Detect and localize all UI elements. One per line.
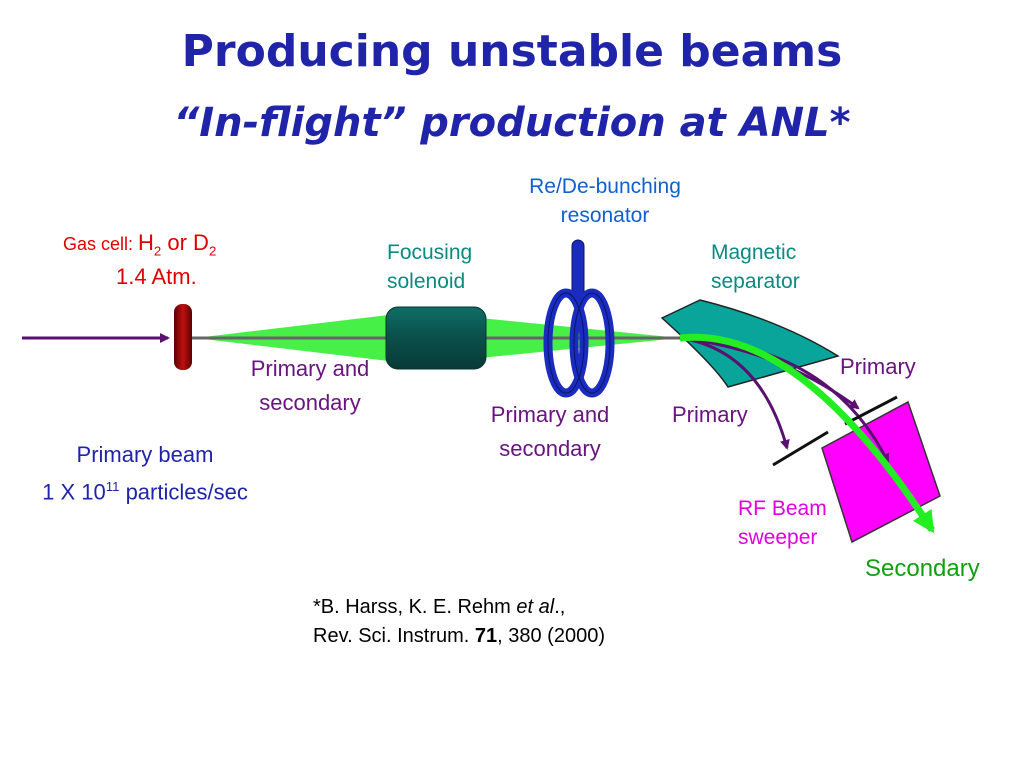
secondary-label: Secondary <box>865 555 980 582</box>
resonator-label: Re/De-bunching resonator <box>529 175 681 227</box>
gas-cell <box>174 304 192 370</box>
separator-label: Magnetic separator <box>711 241 800 293</box>
secondary-beam <box>679 333 935 534</box>
primary-secondary-label-1: Primary and secondary <box>250 356 370 415</box>
solenoid-label: Focusing solenoid <box>387 241 473 293</box>
primary-beam-deflect-2 <box>679 336 790 450</box>
gas-cell-label: Gas cell: H2 or D2 <box>63 230 217 259</box>
pressure-label: 1.4 Atm. <box>116 264 197 289</box>
primary-label-mid: Primary <box>672 402 748 427</box>
rf-beam-sweeper <box>821 400 941 544</box>
citation: *B. Harss, K. E. Rehm et al., Rev. Sci. … <box>313 593 605 651</box>
beam-rate: 1 X 1011 particles/sec <box>42 479 248 505</box>
primary-secondary-label-2: Primary and secondary <box>490 402 610 461</box>
slit-2 <box>844 395 898 426</box>
focusing-solenoid <box>385 306 487 370</box>
page-subtitle: “In-flight” production at ANL* <box>173 100 851 146</box>
citation-line-1: *B. Harss, K. E. Rehm et al., <box>313 596 566 618</box>
primary-beam-label: Primary beam 1 X 1011 particles/sec <box>10 440 280 507</box>
rf-sweeper-label: RF Beam sweeper <box>738 497 827 549</box>
citation-line-2: Rev. Sci. Instrum. 71, 380 (2000) <box>313 625 605 647</box>
slit-1 <box>772 430 829 467</box>
page-title: Producing unstable beams <box>181 26 843 77</box>
resonator <box>543 239 615 398</box>
primary-label-right: Primary <box>840 354 916 379</box>
